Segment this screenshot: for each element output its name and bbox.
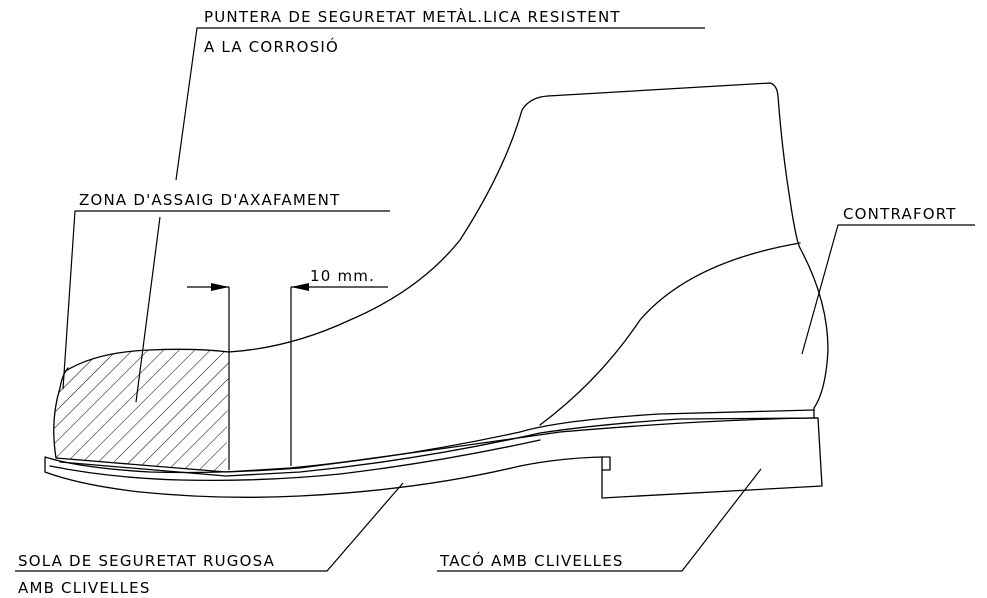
safety-sole bbox=[44, 417, 823, 499]
counter-label: CONTRAFORT bbox=[843, 205, 957, 223]
heel-leader bbox=[437, 468, 762, 572]
crush-zone-leader-b bbox=[135, 216, 161, 403]
sole-label-line2: AMB CLIVELLES bbox=[18, 579, 151, 597]
dimension-arrows bbox=[187, 283, 388, 291]
counter-leader bbox=[801, 224, 975, 355]
crush-zone-leader-a bbox=[62, 210, 390, 390]
dimension-label: 10 mm. bbox=[310, 267, 375, 285]
toe-cap-hatched-area bbox=[54, 348, 230, 472]
toe-cap-label-line2: A LA CORROSIÓ bbox=[204, 37, 339, 56]
toe-cap-leader bbox=[175, 27, 705, 181]
heel-label: TACÓ AMB CLIVELLES bbox=[439, 551, 624, 570]
crush-zone-label: ZONA D'ASSAIG D'AXAFAMENT bbox=[79, 191, 340, 209]
heel-step-line bbox=[601, 456, 611, 471]
toe-cap-label-line1: PUNTERA DE SEGURETAT METÀL.LICA RESISTEN… bbox=[204, 7, 621, 26]
sole-leader bbox=[15, 482, 404, 572]
sole-inner-line bbox=[49, 439, 541, 482]
sole-label-line1: SOLA DE SEGURETAT RUGOSA bbox=[18, 552, 275, 570]
upper-seam-line bbox=[539, 242, 801, 426]
